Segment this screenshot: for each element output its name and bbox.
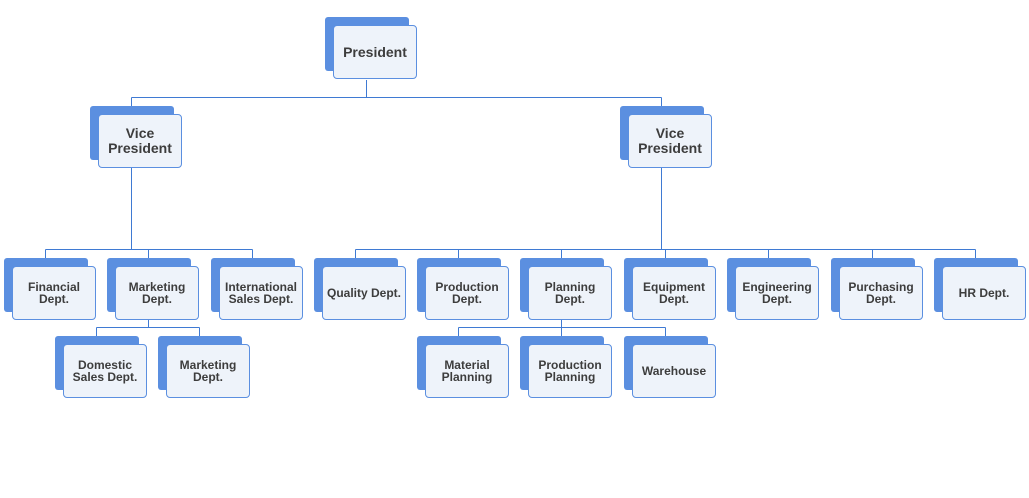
quality-dept-label: Quality Dept.: [326, 286, 401, 300]
node-box: Production Dept.: [425, 266, 509, 320]
node-box: Equipment Dept.: [632, 266, 716, 320]
planning-dept-label: Planning Dept.: [544, 280, 596, 306]
node-box: President: [333, 25, 417, 79]
node-box: Marketing Dept.: [166, 344, 250, 398]
node-box: Material Planning: [425, 344, 509, 398]
node-box: Domestic Sales Dept.: [63, 344, 147, 398]
international-sales-dept-label: International Sales Dept.: [224, 280, 297, 306]
domestic-sales-dept-label: Domestic Sales Dept.: [72, 358, 138, 384]
purchasing-dept-label: Purchasing Dept.: [848, 280, 914, 306]
node-box: Purchasing Dept.: [839, 266, 923, 320]
vice-president-left-label: Vice President: [108, 125, 172, 156]
node-box: International Sales Dept.: [219, 266, 303, 320]
node-box: Vice President: [98, 114, 182, 168]
hr-dept-label: HR Dept.: [958, 286, 1010, 300]
node-box: Planning Dept.: [528, 266, 612, 320]
node-box: Quality Dept.: [322, 266, 406, 320]
equipment-dept-label: Equipment Dept.: [643, 280, 705, 306]
president-label: President: [343, 43, 407, 60]
warehouse-label: Warehouse: [641, 364, 707, 378]
production-planning-label: Production Planning: [538, 358, 602, 384]
node-box: HR Dept.: [942, 266, 1026, 320]
marketing-sub-dept-label: Marketing Dept.: [179, 358, 237, 384]
node-box: Marketing Dept.: [115, 266, 199, 320]
node-box: Warehouse: [632, 344, 716, 398]
node-box: Engineering Dept.: [735, 266, 819, 320]
node-box: Production Planning: [528, 344, 612, 398]
node-box: Vice President: [628, 114, 712, 168]
material-planning-label: Material Planning: [441, 358, 493, 384]
engineering-dept-label: Engineering Dept.: [742, 280, 812, 306]
vice-president-right-label: Vice President: [638, 125, 702, 156]
financial-dept-label: Financial Dept.: [27, 280, 80, 306]
node-box: Financial Dept.: [12, 266, 96, 320]
marketing-dept-label: Marketing Dept.: [128, 280, 186, 306]
production-dept-label: Production Dept.: [435, 280, 499, 306]
